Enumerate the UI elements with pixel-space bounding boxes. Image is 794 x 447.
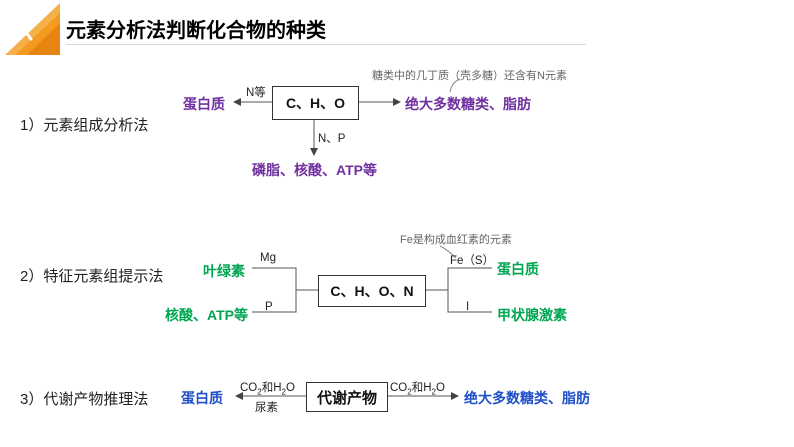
section2-bottom-left-term: 核酸、ATP等 [165, 307, 248, 323]
section3-left-top-label: CO2和H2O [240, 382, 295, 397]
section1-note: 糖类中的几丁质（壳多糖）还含有N元素 [372, 70, 567, 82]
section2-top-right-term: 蛋白质 [497, 261, 539, 277]
section3-left-bottom-label: 尿素 [255, 402, 278, 414]
section3-center-box: 代谢产物 [306, 382, 388, 412]
section3-right-label: CO2和H2O [390, 382, 445, 397]
page-title: 元素分析法判断化合物的种类 [66, 20, 326, 42]
section2-bottom-right-term: 甲状腺激素 [497, 307, 567, 323]
section2-top-left-term: 叶绿素 [203, 263, 245, 279]
section2-top-left-label: Mg [260, 252, 276, 264]
climber-logo-icon [5, 3, 60, 55]
section3-left-term: 蛋白质 [181, 390, 223, 406]
section1-bottom-term: 磷脂、核酸、ATP等 [252, 162, 377, 178]
section2-center-box: C、H、O、N [318, 275, 426, 307]
section1-left-arrow-label: N等 [246, 87, 266, 99]
section1-label: 1）元素组成分析法 [20, 117, 149, 134]
section2-label: 2）特征元素组提示法 [20, 268, 164, 285]
section1-left-term: 蛋白质 [183, 96, 225, 112]
section3-label: 3）代谢产物推理法 [20, 391, 149, 408]
section2-note: Fe是构成血红素的元素 [400, 234, 512, 246]
section1-center-box: C、H、O [272, 86, 359, 120]
section1-down-label: N、P [318, 133, 346, 145]
section2-top-right-label: Fe（S） [450, 255, 495, 267]
header-divider [66, 44, 586, 45]
section2-bottom-left-label: P [265, 301, 273, 313]
section2-bottom-right-label: I [466, 301, 470, 313]
section3-right-term: 绝大多数糖类、脂肪 [464, 390, 590, 406]
section1-right-term: 绝大多数糖类、脂肪 [405, 96, 531, 112]
